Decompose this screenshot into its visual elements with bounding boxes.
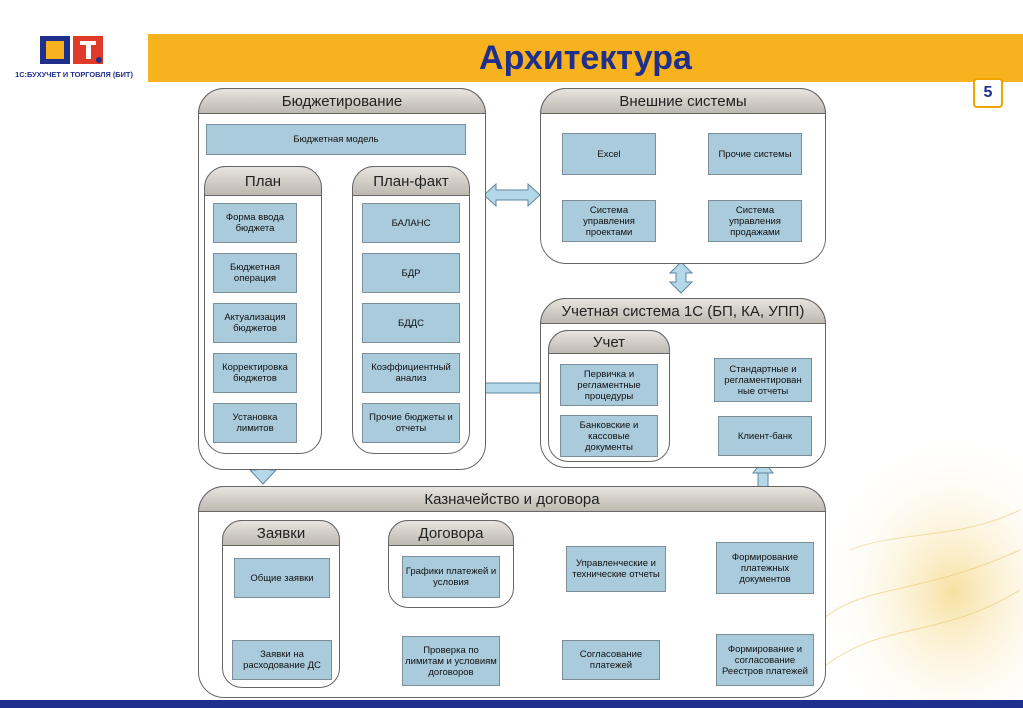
- arrow-external-accounting: [668, 261, 694, 294]
- plan-item: Бюджетная операция: [213, 253, 297, 293]
- logo-caption: 1С:БУХУЧЕТ И ТОРГОВЛЯ (БИТ): [15, 70, 133, 79]
- general-requests-box: Общие заявки: [234, 558, 330, 598]
- uchet-title: Учет: [548, 330, 670, 354]
- plan-item: Корректировка бюджетов: [213, 353, 297, 393]
- external-item: Прочие системы: [708, 133, 802, 175]
- contracts-title: Договора: [388, 520, 514, 546]
- external-systems-title: Внешние системы: [540, 88, 826, 114]
- plan-item: Форма ввода бюджета: [213, 203, 297, 243]
- budgeting-title: Бюджетирование: [198, 88, 486, 114]
- accounting-title: Учетная система 1С (БП, КА, УПП): [540, 298, 826, 324]
- planfact-item: БДДС: [362, 303, 460, 343]
- planfact-item: БАЛАНС: [362, 203, 460, 243]
- client-bank-box: Клиент-банк: [718, 416, 812, 456]
- logo-icon: [40, 36, 103, 64]
- planfact-title: План-факт: [352, 166, 470, 196]
- top-bar: [0, 0, 1023, 34]
- page-title: Архитектура: [479, 39, 692, 77]
- approval-box: Согласование платежей: [562, 640, 660, 680]
- payment-docs-box: Формирование платежных документов: [716, 542, 814, 594]
- treasury-title: Казначейство и договора: [198, 486, 826, 512]
- requests-title: Заявки: [222, 520, 340, 546]
- primary-box: Первичка и регламентные процедуры: [560, 364, 658, 406]
- title-bar: [148, 34, 1023, 82]
- page-number-badge: 5: [973, 78, 1003, 108]
- external-item: Excel: [562, 133, 656, 175]
- spend-requests-box: Заявки на расходование ДС: [232, 640, 332, 680]
- plan-title: План: [204, 166, 322, 196]
- registry-box: Формирование и согласование Реестров пла…: [716, 634, 814, 686]
- map-decoration-icon: [790, 430, 1023, 700]
- bank-docs-box: Банковские и кассовые документы: [560, 415, 658, 457]
- plan-item: Установка лимитов: [213, 403, 297, 443]
- mgmt-reports-box: Управленческие и технические отчеты: [566, 546, 666, 592]
- std-reports-box: Стандартные и регламентирован ные отчеты: [714, 358, 812, 402]
- planfact-item: Прочие бюджеты и отчеты: [362, 403, 460, 443]
- logo-area: [0, 34, 146, 82]
- planfact-item: Коэффициентный анализ: [362, 353, 460, 393]
- budget-model-box: Бюджетная модель: [206, 124, 466, 155]
- external-item: Система управления продажами: [708, 200, 802, 242]
- plan-item: Актуализация бюджетов: [213, 303, 297, 343]
- planfact-item: БДР: [362, 253, 460, 293]
- external-item: Система управления проектами: [562, 200, 656, 242]
- check-box: Проверка по лимитам и условиям договоров: [402, 636, 500, 686]
- schedules-box: Графики платежей и условия: [402, 556, 500, 598]
- arrow-budget-external: [483, 182, 541, 208]
- bottom-bar: [0, 700, 1023, 708]
